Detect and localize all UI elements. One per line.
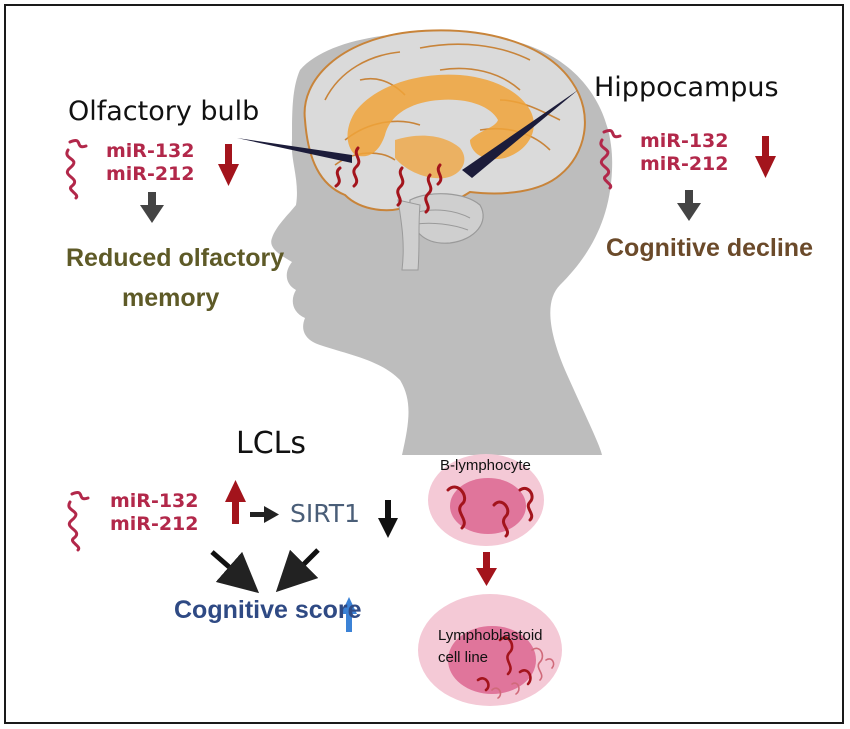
rna-strand-icon [599, 129, 622, 190]
olfactory-bulb-title: Olfactory bulb [68, 96, 260, 127]
lymphoblastoid-label-line2: cell line [438, 649, 489, 666]
olfactory-outcome-line2: memory [122, 284, 220, 312]
hippocampus-outcome: Cognitive decline [606, 234, 813, 262]
olfactory-mir-212: miR-212 [106, 163, 195, 185]
olfactory-outcome-line1: Reduced olfactory [66, 244, 285, 272]
rna-strand-icon [65, 139, 88, 200]
down-arrow-icon [378, 500, 398, 538]
brain-illustration [303, 29, 586, 271]
b-lymphocyte-label: B-lymphocyte [440, 457, 531, 474]
sirt1-to-score-arrow [275, 548, 320, 593]
cognitive-score-label: Cognitive score [174, 596, 362, 624]
right-arrow-icon [250, 506, 279, 523]
brain-rna-strands [334, 146, 443, 214]
lymphoblastoid-cell [418, 594, 562, 706]
lcl-title: LCLs [236, 426, 307, 461]
down-arrow-icon [218, 144, 239, 186]
hippocampus-mir-212: miR-212 [640, 153, 729, 175]
lcl-mir-132: miR-132 [110, 490, 199, 512]
hippocampus-pointer-wedge [462, 90, 578, 178]
b-lymphocyte-cell [428, 454, 544, 546]
hippocampus-mir-132: miR-132 [640, 130, 729, 152]
down-arrow-icon [755, 136, 776, 178]
mir-to-score-arrow [210, 550, 260, 594]
hippocampus-flow-arrow [677, 190, 701, 221]
olfactory-flow-arrow [140, 192, 164, 223]
up-arrow-icon [225, 480, 246, 524]
rna-strand-icon [67, 491, 90, 552]
transformation-arrow [476, 552, 497, 586]
sirt1-label: SIRT1 [290, 499, 360, 528]
lcl-mir-212: miR-212 [110, 513, 199, 535]
up-arrow-icon [341, 597, 357, 632]
hippocampus-title: Hippocampus [594, 72, 779, 103]
olfactory-mir-132: miR-132 [106, 140, 195, 162]
olfactory-pointer-wedge [237, 138, 352, 163]
lymphoblastoid-label-line1: Lymphoblastoid [438, 627, 543, 644]
